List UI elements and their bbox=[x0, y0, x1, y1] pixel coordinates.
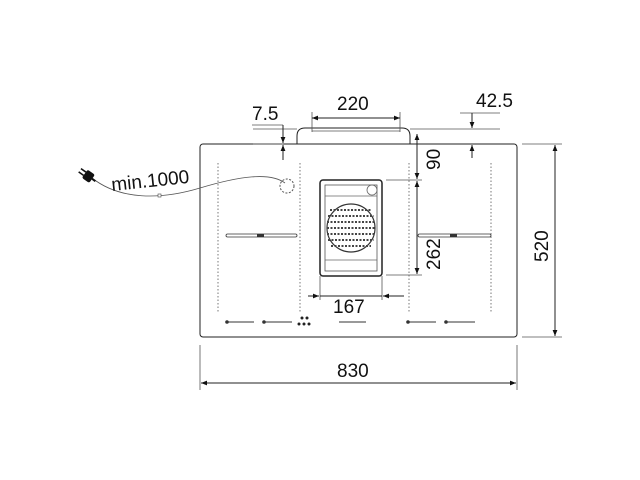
cable-entry-point bbox=[279, 178, 295, 194]
dim-right-offset: 42.5 bbox=[476, 91, 513, 112]
dim-fan-width: 167 bbox=[333, 297, 365, 318]
cable-length-label: min.1000 bbox=[110, 167, 190, 196]
fan-grille-icon bbox=[319, 179, 383, 277]
zone-bridge-left bbox=[225, 233, 298, 238]
cooking-zone-guides bbox=[217, 163, 492, 312]
dim-vent-width: 220 bbox=[337, 94, 369, 115]
cooktop-outline bbox=[199, 143, 518, 338]
zone-bridge-right bbox=[417, 233, 492, 238]
dim-fan-length: 262 bbox=[424, 238, 445, 270]
dim-total-width: 830 bbox=[337, 361, 369, 382]
rear-vent-outline bbox=[296, 127, 411, 144]
dim-left-offset: 7.5 bbox=[252, 104, 278, 125]
dim-fan-top-offset: 90 bbox=[424, 149, 445, 170]
control-dots-icon bbox=[297, 316, 311, 326]
control-panel bbox=[225, 320, 475, 324]
plug-icon bbox=[78, 167, 96, 183]
dim-total-depth: 520 bbox=[532, 230, 553, 262]
power-cable bbox=[91, 176, 286, 197]
